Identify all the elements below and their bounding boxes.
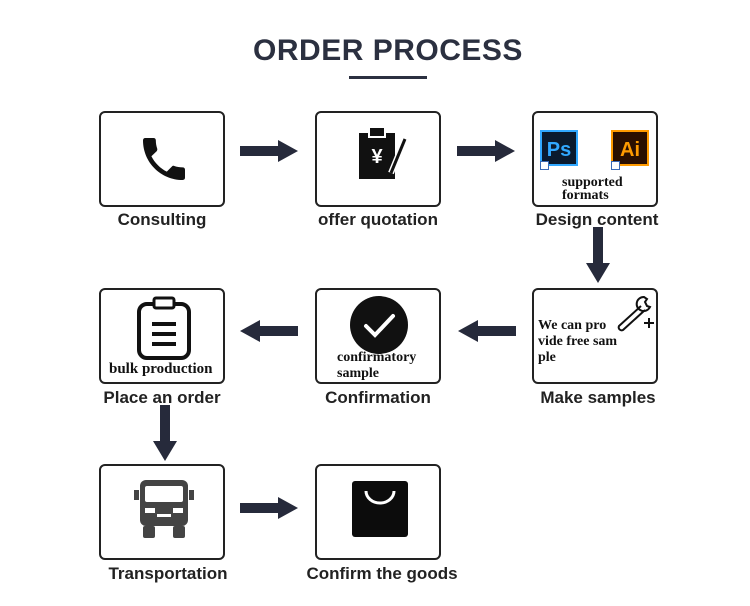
photoshop-icon: Ps xyxy=(540,130,578,166)
arrow-right-3 xyxy=(240,497,298,519)
step-confirmation-label: Confirmation xyxy=(325,388,431,407)
step-offer-quotation-label: offer quotation xyxy=(318,210,438,229)
step-design-content-box: Ps Ai supported formats xyxy=(532,111,658,207)
arrow-down-1 xyxy=(586,227,610,283)
truck-icon xyxy=(134,478,194,540)
order-note: bulk production xyxy=(109,361,213,377)
svg-text:¥: ¥ xyxy=(371,146,383,168)
clipboard-list-icon xyxy=(136,296,192,360)
step-consulting-box xyxy=(99,111,225,207)
shortcut-arrow-icon xyxy=(611,161,620,170)
check-circle-icon xyxy=(349,295,409,355)
samples-note: We can pro vide free sam ple xyxy=(538,318,618,365)
design-note: supported formats xyxy=(562,175,623,203)
step-consulting-label: Consulting xyxy=(117,210,207,229)
confirmation-note: confirmatory sample xyxy=(337,350,417,381)
shopping-bag-icon xyxy=(352,481,408,537)
shortcut-arrow-icon xyxy=(540,161,549,170)
arrow-left-1 xyxy=(458,320,516,342)
step-place-order-box: bulk production xyxy=(99,288,225,384)
step-confirm-goods-box xyxy=(315,464,441,560)
step-transportation-label: Transportation xyxy=(108,564,228,583)
phone-icon xyxy=(136,131,192,187)
step-offer-quotation-box: ¥ xyxy=(315,111,441,207)
step-make-samples-box: We can pro vide free sam ple xyxy=(532,288,658,384)
arrow-right-1 xyxy=(240,140,298,162)
title-underline xyxy=(349,76,427,79)
step-confirmation-box: confirmatory sample xyxy=(315,288,441,384)
step-confirm-goods-label: Confirm the goods xyxy=(306,564,458,583)
step-place-order-label: Place an order xyxy=(103,388,221,407)
arrow-down-2 xyxy=(153,405,177,461)
clipboard-yen-icon: ¥ xyxy=(355,125,407,183)
step-design-content-label: Design content xyxy=(535,210,659,229)
arrow-right-2 xyxy=(457,140,515,162)
page-title: ORDER PROCESS xyxy=(253,34,523,67)
step-transportation-box xyxy=(99,464,225,560)
wrench-plus-icon xyxy=(614,293,656,333)
illustrator-icon: Ai xyxy=(611,130,649,166)
step-make-samples-label: Make samples xyxy=(540,388,656,407)
arrow-left-2 xyxy=(240,320,298,342)
